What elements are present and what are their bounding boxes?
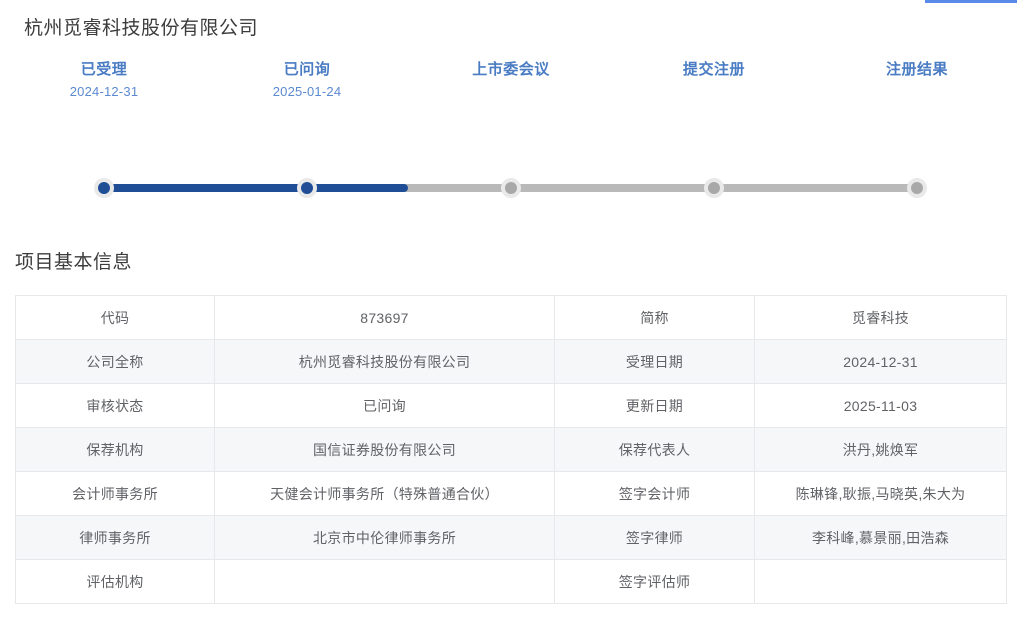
stepper-step-label: 上市委会议 — [472, 61, 550, 78]
table-row: 代码 873697 简称 觅睿科技 — [15, 295, 1007, 340]
stepper-dot-4[interactable] — [907, 178, 927, 198]
row-value-left: 已问询 — [214, 383, 555, 428]
row-value-right: 陈琳锋,耿振,马晓英,朱大为 — [754, 471, 1007, 516]
row-value-left — [214, 559, 555, 604]
row-label-left: 公司全称 — [15, 339, 215, 384]
stepper-step-3[interactable]: 提交注册 — [634, 60, 794, 83]
table-row: 保荐机构 国信证券股份有限公司 保荐代表人 洪丹,姚焕军 — [15, 427, 1007, 472]
row-value-right — [754, 559, 1007, 604]
stepper-step-2[interactable]: 上市委会议 — [431, 60, 591, 83]
page-title: 杭州觅睿科技股份有限公司 — [24, 18, 259, 39]
table-row: 律师事务所 北京市中伦律师事务所 签字律师 李科峰,慕景丽,田浩森 — [15, 515, 1007, 560]
stepper-step-label: 已受理 — [80, 61, 128, 78]
row-label-right: 签字会计师 — [554, 471, 755, 516]
row-label-left: 审核状态 — [15, 383, 215, 428]
row-value-left[interactable]: 国信证券股份有限公司 — [214, 427, 555, 472]
row-label-right: 更新日期 — [554, 383, 755, 428]
stepper-step-label: 提交注册 — [682, 61, 745, 78]
row-value-right: 觅睿科技 — [754, 295, 1007, 340]
row-label-right: 保荐代表人 — [554, 427, 755, 472]
stepper-step-date: 2024-12-31 — [69, 84, 139, 99]
table-row: 评估机构 签字评估师 — [15, 559, 1007, 604]
table-row: 公司全称 杭州觅睿科技股份有限公司 受理日期 2024-12-31 — [15, 339, 1007, 384]
stepper-dot-1[interactable] — [297, 178, 317, 198]
row-label-left: 律师事务所 — [15, 515, 215, 560]
row-label-left: 保荐机构 — [15, 427, 215, 472]
row-value-left[interactable]: 北京市中伦律师事务所 — [214, 515, 555, 560]
row-label-left: 代码 — [15, 295, 215, 340]
row-value-right: 李科峰,慕景丽,田浩森 — [754, 515, 1007, 560]
stepper-dot-2[interactable] — [501, 178, 521, 198]
stepper-step-date: 2025-01-24 — [272, 84, 342, 99]
row-label-left: 评估机构 — [15, 559, 215, 604]
stepper-step-0[interactable]: 已受理 2024-12-31 — [24, 60, 184, 101]
row-value-left[interactable]: 天健会计师事务所（特殊普通合伙） — [214, 471, 555, 516]
section-title: 项目基本信息 — [15, 252, 133, 273]
project-basic-info-table: 代码 873697 简称 觅睿科技 公司全称 杭州觅睿科技股份有限公司 受理日期… — [15, 295, 1007, 604]
row-label-right: 简称 — [554, 295, 755, 340]
row-label-right: 签字评估师 — [554, 559, 755, 604]
stepper-step-label: 已问询 — [283, 61, 331, 78]
table-row: 审核状态 已问询 更新日期 2025-11-03 — [15, 383, 1007, 428]
stepper-dot-3[interactable] — [704, 178, 724, 198]
row-label-left: 会计师事务所 — [15, 471, 215, 516]
stepper-step-1[interactable]: 已问询 2025-01-24 — [227, 60, 387, 101]
stepper-step-label: 注册结果 — [885, 61, 948, 78]
row-label-right: 受理日期 — [554, 339, 755, 384]
stepper-dot-0[interactable] — [94, 178, 114, 198]
top-accent-bar — [925, 0, 1017, 3]
row-value-left[interactable]: 873697 — [214, 295, 555, 340]
table-row: 会计师事务所 天健会计师事务所（特殊普通合伙） 签字会计师 陈琳锋,耿振,马晓英… — [15, 471, 1007, 516]
row-value-left: 杭州觅睿科技股份有限公司 — [214, 339, 555, 384]
row-label-right: 签字律师 — [554, 515, 755, 560]
stepper-step-4[interactable]: 注册结果 — [837, 60, 997, 83]
row-value-right: 洪丹,姚焕军 — [754, 427, 1007, 472]
row-value-right: 2024-12-31 — [754, 339, 1007, 384]
stepper-track-progress — [104, 184, 408, 192]
row-value-right: 2025-11-03 — [754, 383, 1007, 428]
review-progress-stepper: 已受理 2024-12-31 已问询 2025-01-24 上市委会议 提交注册… — [0, 60, 1024, 198]
